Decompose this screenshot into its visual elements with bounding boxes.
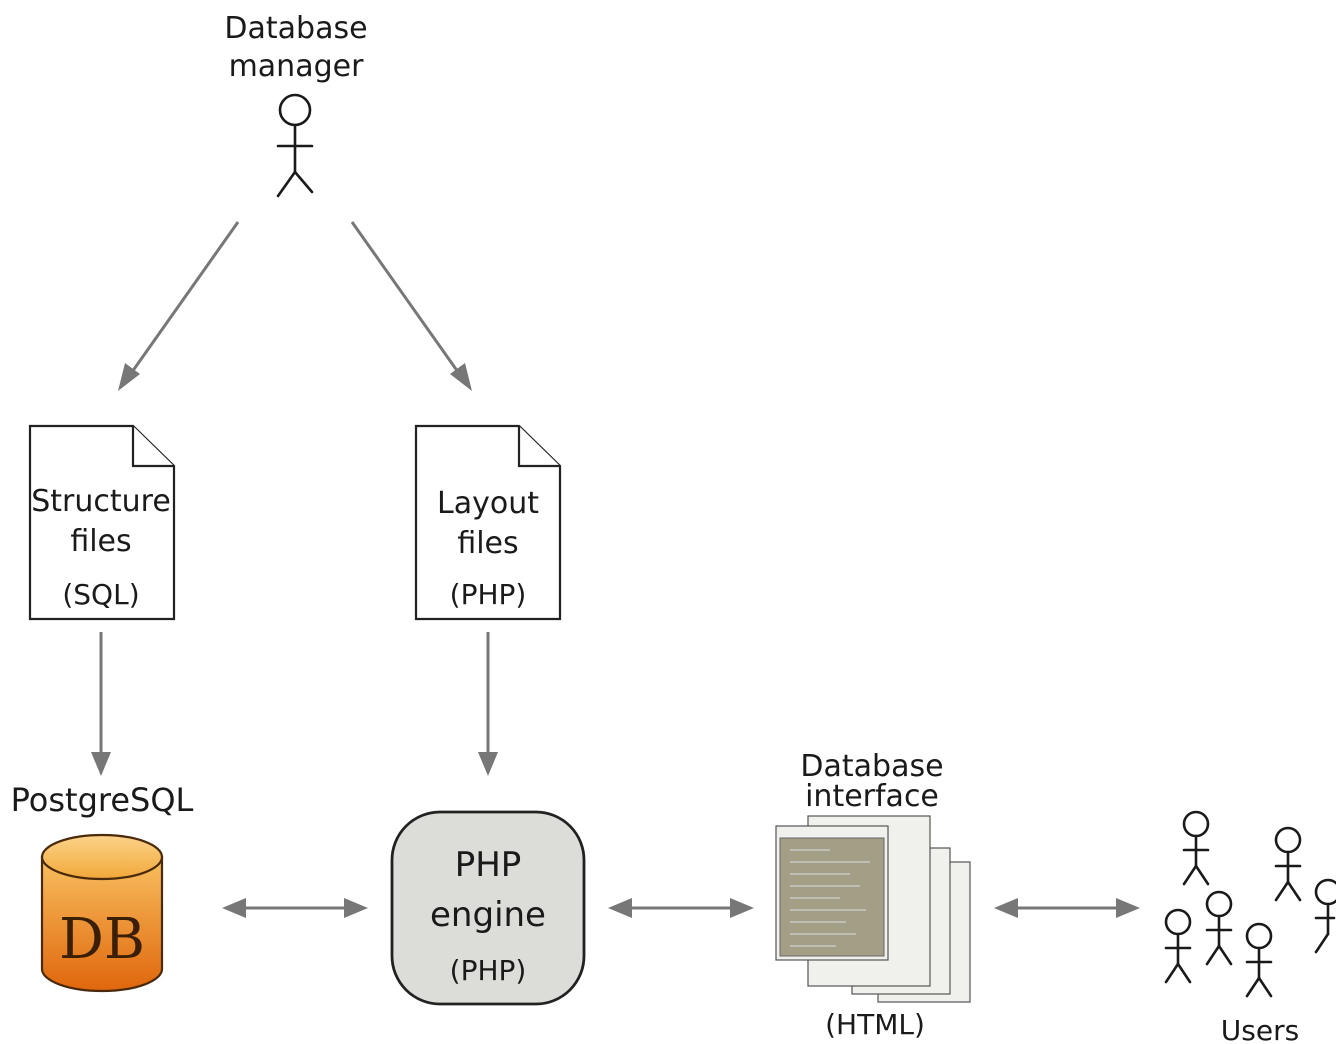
arrow-manager-to-layout bbox=[350, 221, 472, 391]
layout-files-line3: (PHP) bbox=[450, 578, 527, 611]
database-manager-node: Database manager bbox=[224, 11, 368, 198]
user-person-icon bbox=[1182, 810, 1210, 886]
layout-files-document: Layout files (PHP) bbox=[414, 424, 562, 621]
manager-label-line2: manager bbox=[229, 49, 365, 84]
arrow-interface-users bbox=[994, 898, 1140, 918]
arrow-layout-to-engine bbox=[478, 632, 498, 776]
user-person-icon bbox=[1245, 922, 1273, 998]
db-text: DB bbox=[59, 907, 145, 972]
interface-line1: Database bbox=[800, 749, 943, 784]
structure-files-line3: (SQL) bbox=[62, 578, 139, 611]
manager-label-line1: Database bbox=[224, 11, 367, 46]
arrow-structure-to-postgres bbox=[91, 632, 111, 776]
structure-files-line2: files bbox=[70, 524, 131, 559]
stacked-pages-icon bbox=[775, 815, 971, 1003]
engine-line1: PHP bbox=[455, 845, 522, 885]
layout-files-line2: files bbox=[457, 526, 518, 561]
layout-files-line1: Layout bbox=[437, 486, 539, 521]
user-person-icon bbox=[1274, 826, 1302, 902]
interface-line3: (HTML) bbox=[825, 1008, 925, 1041]
engine-line3: (PHP) bbox=[450, 954, 527, 987]
arrow-engine-interface bbox=[608, 898, 754, 918]
postgresql-node: PostgreSQL DB bbox=[11, 781, 194, 993]
structure-files-document: Structure files (SQL) bbox=[28, 424, 176, 621]
database-interface-node: Database interface (HTML) bbox=[775, 749, 971, 1041]
structure-files-line1: Structure bbox=[31, 484, 171, 519]
postgres-label: PostgreSQL bbox=[11, 781, 194, 819]
arrow-manager-to-structure bbox=[118, 221, 240, 391]
users-node: Users bbox=[1164, 810, 1336, 1044]
engine-line2: engine bbox=[430, 895, 546, 935]
user-person-icon bbox=[1164, 908, 1192, 984]
database-cylinder-icon: DB bbox=[40, 833, 164, 993]
arrow-postgres-engine bbox=[222, 898, 368, 918]
user-person-icon bbox=[1314, 878, 1336, 954]
user-person-icon bbox=[1205, 890, 1233, 966]
users-label: Users bbox=[1221, 1014, 1299, 1044]
manager-person-icon bbox=[276, 93, 314, 198]
interface-line2: interface bbox=[805, 779, 939, 814]
php-engine-node: PHP engine (PHP) bbox=[390, 810, 586, 1006]
